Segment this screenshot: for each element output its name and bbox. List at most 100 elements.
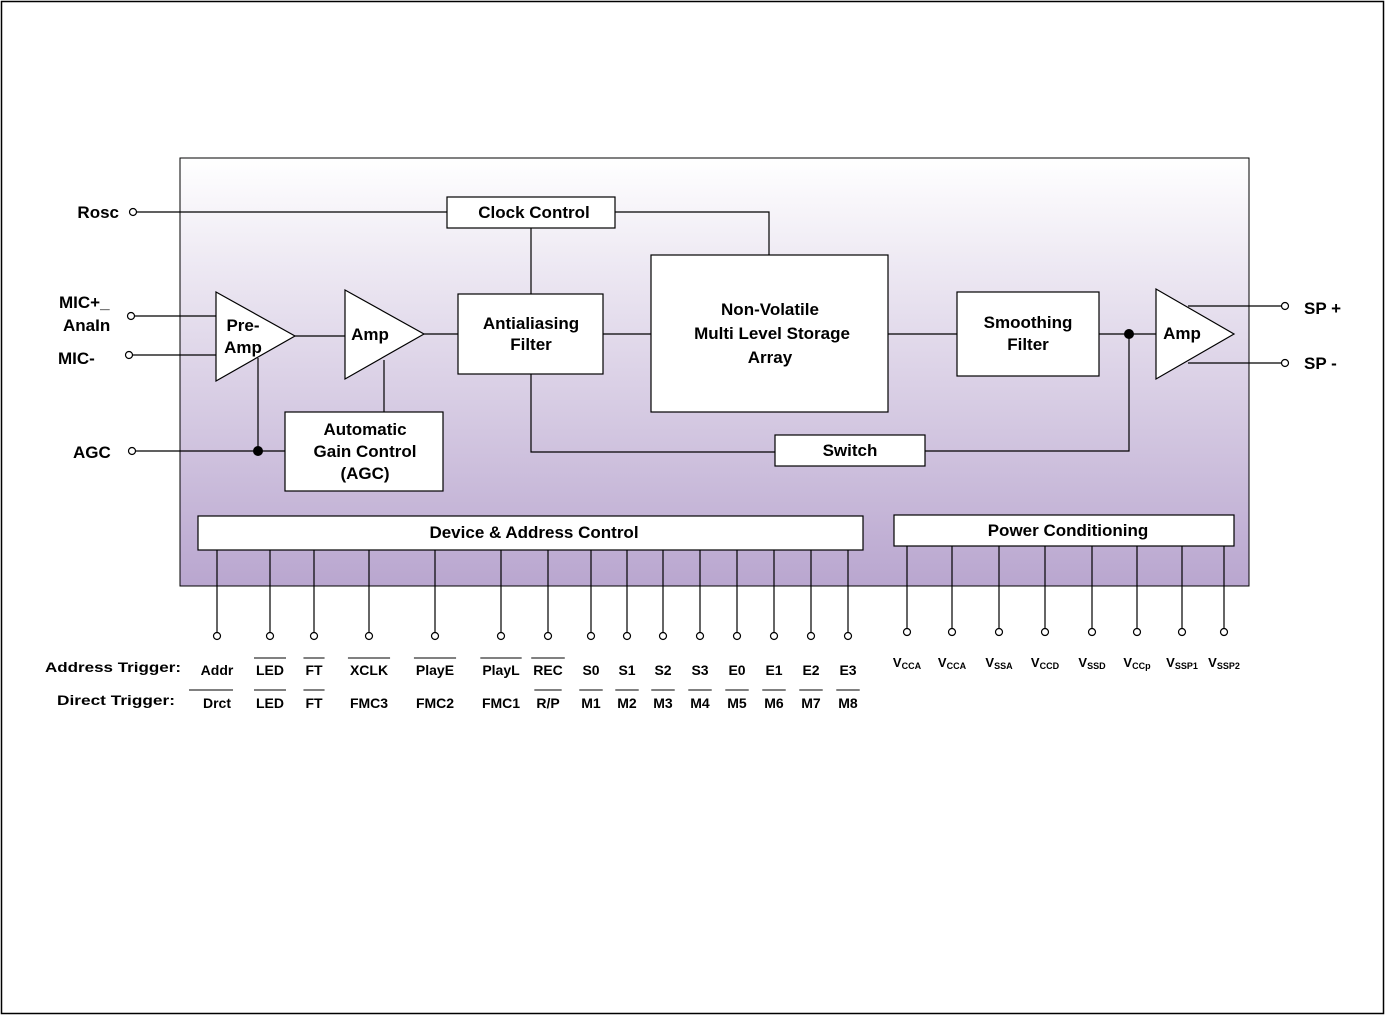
wires	[132, 211, 1282, 453]
power-pin-label: VCCA	[938, 655, 967, 671]
antialiasing-label-1: Antialiasing	[483, 314, 579, 333]
power-pin-circle	[947, 627, 957, 637]
power-pin-label: VCCA	[893, 655, 922, 671]
device-address-control-label: Device & Address Control	[429, 523, 638, 542]
address-trigger-signal: PlayE	[416, 662, 454, 678]
smoothing-label-2: Filter	[1007, 335, 1049, 354]
direct-trigger-signal: M7	[801, 695, 821, 711]
switch-block	[774, 434, 926, 467]
direct-trigger-signal: LED	[256, 695, 284, 711]
smoothing-label-1: Smoothing	[984, 313, 1073, 332]
address-trigger-signal: S1	[618, 662, 635, 678]
smoothing-filter-block	[956, 291, 1100, 377]
power-pin-label: VSSP1	[1166, 655, 1198, 671]
direct-trigger-signal: M4	[690, 695, 710, 711]
anain-pin-label: AnaIn	[63, 316, 110, 335]
address-trigger-signal: LED	[256, 662, 284, 678]
amp-label: Amp	[351, 325, 389, 344]
address-pin-circle	[769, 631, 779, 641]
rosc-pin-label: Rosc	[77, 203, 119, 222]
power-pin-label: VSSA	[985, 655, 1013, 671]
sp-minus-pin-label: SP -	[1304, 354, 1337, 373]
address-trigger-signal: E3	[839, 662, 856, 678]
direct-trigger-signal: FMC1	[482, 695, 520, 711]
direct-trigger-signal: M8	[838, 695, 858, 711]
address-trigger-signal: PlayL	[482, 662, 520, 678]
direct-trigger-signal: FT	[305, 695, 323, 711]
mic-plus-pin-label: MIC+_	[59, 293, 110, 312]
power-conditioning-label: Power Conditioning	[988, 521, 1149, 540]
power-pin-circle	[1087, 627, 1097, 637]
address-pin-circle	[622, 631, 632, 641]
power-pin-circle	[1219, 627, 1229, 637]
device-address-control-block	[197, 515, 864, 551]
power-pin-circle	[902, 627, 912, 637]
power-conditioning-block	[893, 514, 1235, 547]
address-pin-circle	[496, 631, 506, 641]
address-pin-circle	[309, 631, 319, 641]
direct-trigger-signal: M2	[617, 695, 637, 711]
power-pin-circle	[1132, 627, 1142, 637]
address-pin-circle	[212, 631, 222, 641]
mic-minus-pin-label: MIC-	[58, 349, 95, 368]
agc-block	[284, 411, 444, 492]
agc-pin-label: AGC	[73, 443, 111, 462]
direct-trigger-signal: FMC3	[350, 695, 388, 711]
power-pin-circle	[1040, 627, 1050, 637]
address-pin-circle	[543, 631, 553, 641]
clock-control-label: Clock Control	[478, 203, 589, 222]
agc-junction-dot	[253, 446, 263, 456]
amp-triangle	[344, 288, 426, 381]
direct-trigger-signal: FMC2	[416, 695, 454, 711]
direct-trigger-signal: M6	[764, 695, 784, 711]
address-pin-circle	[586, 631, 596, 641]
direct-trigger-signal: Drct	[203, 695, 231, 711]
address-pin-circle	[695, 631, 705, 641]
agc-label-2: Gain Control	[314, 442, 417, 461]
address-trigger-signal: E2	[802, 662, 819, 678]
power-pin-label: VCCp	[1123, 655, 1151, 671]
address-pin-circle	[732, 631, 742, 641]
address-pin-circle	[658, 631, 668, 641]
agc-label-3: (AGC)	[340, 464, 389, 483]
amp-junction-dot	[1124, 329, 1134, 339]
antialiasing-filter-block	[457, 293, 604, 375]
storage-label-1: Non-Volatile	[721, 300, 819, 319]
antialiasing-label-2: Filter	[510, 335, 552, 354]
address-pin-circle	[364, 631, 374, 641]
address-trigger-signal: S2	[654, 662, 671, 678]
address-trigger-signal: S3	[691, 662, 708, 678]
power-pin-circle	[1177, 627, 1187, 637]
address-trigger-signal: S0	[582, 662, 599, 678]
direct-trigger-signal: M3	[653, 695, 673, 711]
address-trigger-row-label: Address Trigger:	[45, 659, 181, 675]
address-trigger-signal: Addr	[201, 662, 234, 678]
clock-control-block	[446, 196, 616, 229]
address-trigger-signal: E0	[728, 662, 745, 678]
storage-label-3: Array	[748, 348, 793, 367]
direct-trigger-signal: R/P	[536, 695, 559, 711]
address-pin-circle	[265, 631, 275, 641]
sp-plus-pin-label: SP +	[1304, 299, 1341, 318]
pre-amp-label-2: Amp	[224, 338, 262, 357]
output-amp-label: Amp	[1163, 324, 1201, 343]
address-trigger-signal: FT	[305, 662, 323, 678]
output-amp-triangle	[1155, 287, 1236, 381]
power-pin-label: VCCD	[1031, 655, 1060, 671]
power-pin-label: VSSD	[1078, 655, 1106, 671]
direct-trigger-signal: M1	[581, 695, 601, 711]
address-pin-circle	[843, 631, 853, 641]
pre-amp-label-1: Pre-	[226, 316, 259, 335]
agc-label-1: Automatic	[323, 420, 406, 439]
power-pin-circle	[994, 627, 1004, 637]
address-trigger-signal: E1	[765, 662, 782, 678]
address-pin-circle	[430, 631, 440, 641]
address-pin-group: AddrDrctLEDLEDFTFTXCLKFMC3PlayEFMC2PlayL…	[188, 550, 860, 711]
storage-array-block	[650, 254, 889, 413]
power-pin-label: VSSP2	[1208, 655, 1240, 671]
pre-amp-triangle	[215, 290, 297, 383]
direct-trigger-signal: M5	[727, 695, 747, 711]
